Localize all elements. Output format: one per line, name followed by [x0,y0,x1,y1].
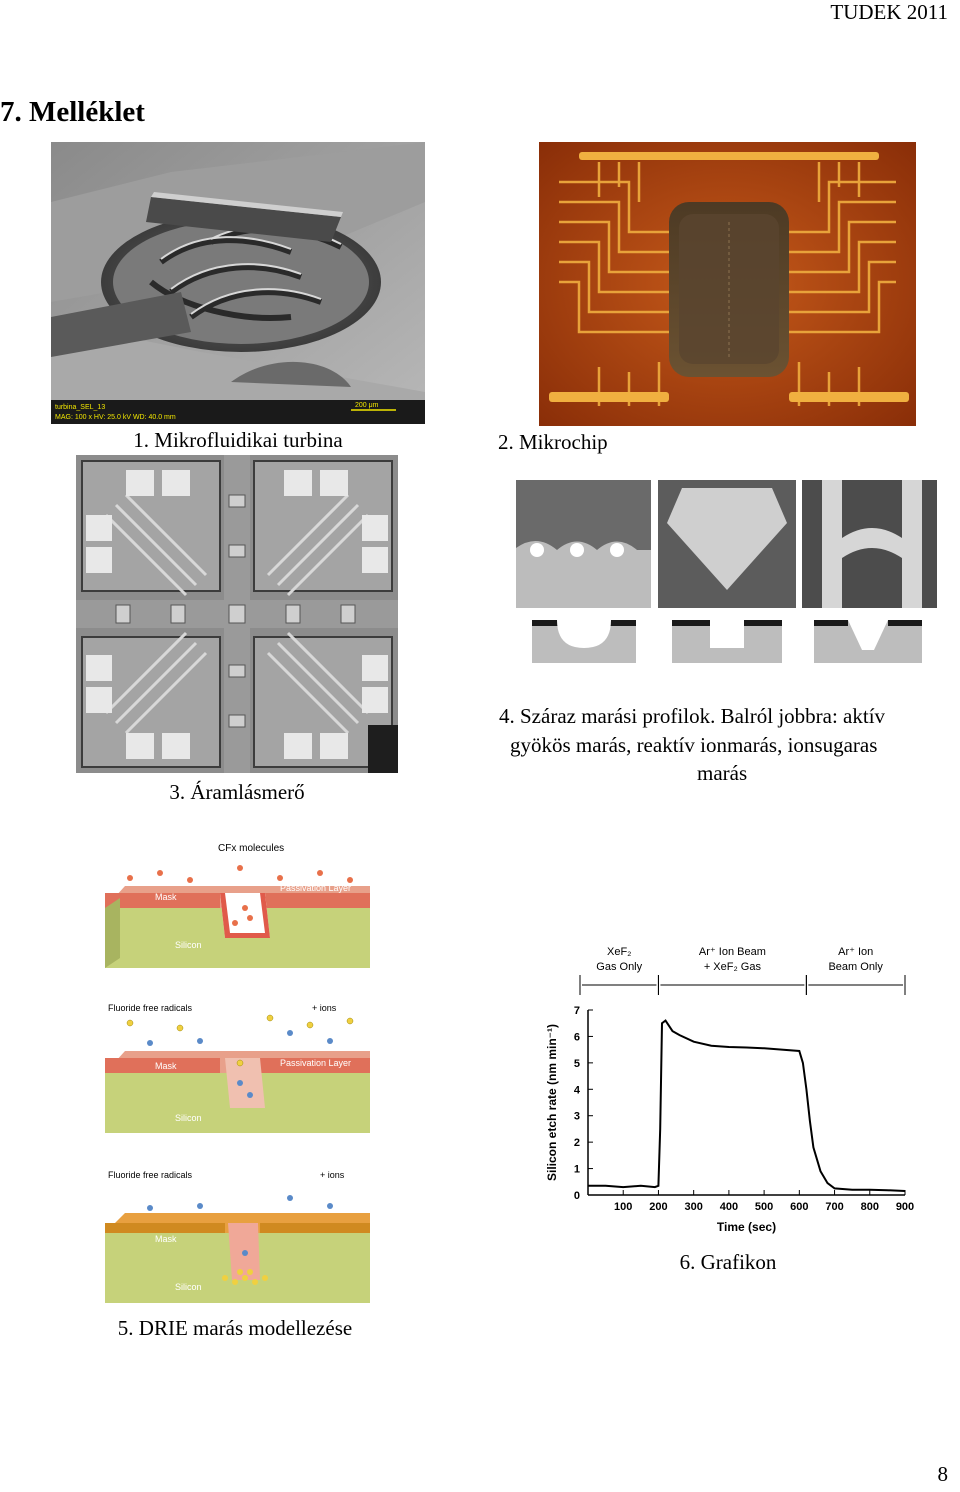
figure3-caption: 3. Áramlásmerő [169,780,305,804]
chart-region-label: Ar⁺ Ion [838,946,873,958]
figure4-caption-line2: gyökös marás, reaktív ionmarás, ionsugar… [510,733,878,757]
chart-region-label: + XeF₂ Gas [704,961,762,973]
figure4-caption-line1: 4. Száraz marási profilok. Balról jobbra… [499,704,886,728]
drie-panel1-layer-label: Passivation Layer [280,883,351,893]
sem-label-line2: MAG: 100 x HV: 25.0 kV WD: 40.0 mm [55,414,176,421]
drie-panel2-ions-label: + ions [312,1003,337,1013]
chart-y-axis-label: Silicon etch rate (nm min⁻¹) [545,1024,559,1181]
chart-x-tick-label: 500 [755,1201,773,1213]
drie-model-image: CFx molecules Mask Passivation Layer Sil… [100,838,375,1312]
chart-x-axis-label: Time (sec) [717,1220,776,1234]
drie-panel3-ions-label: + ions [320,1170,345,1180]
drie-panel3-radicals-label: Fluoride free radicals [108,1170,193,1180]
drie-panel2-substrate-label: Silicon [175,1113,202,1123]
chart-y-tick-label: 1 [574,1164,580,1176]
chart-x-tick-label: 200 [649,1201,667,1213]
drie-panel-2: Fluoride free radicals + ions Mask Passi… [105,1003,370,1133]
chart-region-label: Ar⁺ Ion Beam [699,946,766,958]
section-title: 7. Melléklet [0,96,145,128]
figure5-caption: 5. DRIE marás modellezése [117,1316,353,1340]
drie-panel3-substrate-label: Silicon [175,1282,202,1292]
chart-x-tick-label: 800 [861,1201,879,1213]
turbine-sem-image: turbina_SEL_13 MAG: 100 x HV: 25.0 kV WD… [51,142,425,424]
chart-y-tick-label: 3 [574,1111,580,1123]
chart-y-tick-label: 6 [574,1031,580,1043]
drie-panel3-mask-label: Mask [155,1234,177,1244]
chart-x-tick-label: 300 [684,1201,702,1213]
chart-region-label: Beam Only [828,961,883,973]
sem-label-line1: turbina_SEL_13 [55,404,105,411]
figure6-caption: 6. Grafikon [679,1250,777,1274]
figure1-caption: 1. Mikrofluidikai turbina [133,428,343,452]
drie-panel1-substrate-label: Silicon [175,940,202,950]
chart-region-label: XeF₂ [607,946,631,958]
drie-panel2-layer-label: Passivation Layer [280,1058,351,1068]
chart-x-tick-label: 900 [896,1201,914,1213]
chart-y-tick-label: 0 [574,1190,580,1202]
drie-panel2-mask-label: Mask [155,1061,177,1071]
figure2-caption: 2. Mikrochip [498,430,608,454]
chart-x-tick-label: 400 [720,1201,738,1213]
chart-y-tick-label: 7 [574,1005,580,1017]
chart-region-label: Gas Only [596,961,642,973]
chart-x-tick-label: 100 [614,1201,632,1213]
dry-etch-profiles-image [512,478,940,670]
microchip-photo [539,142,916,426]
running-header: TUDEK 2011 [830,0,948,24]
drie-panel1-mask-label: Mask [155,892,177,902]
chart-y-tick-label: 4 [574,1084,581,1096]
chart-x-tick-label: 600 [790,1201,808,1213]
chart-series-line [588,1019,906,1192]
drie-panel-1: CFx molecules Mask Passivation Layer Sil… [105,843,370,968]
chart-y-tick-label: 2 [574,1137,580,1149]
page-number: 8 [937,1462,949,1486]
flow-meter-image [76,455,398,773]
drie-panel-3: Fluoride free radicals + ions Mask Silic… [105,1170,370,1303]
chart-x-tick-label: 700 [825,1201,843,1213]
sem-scale-bar: 200 μm [355,402,379,409]
chart-y-tick-label: 5 [574,1058,580,1070]
etch-rate-chart: 100 200 300 400 500 600 700 800 900 0 1 2 3 4 5 6 7 XeF₂… [545,946,914,1234]
figure4-caption-line3: marás [697,761,748,785]
drie-panel1-top-label: CFx molecules [218,843,284,854]
drie-panel2-radicals-label: Fluoride free radicals [108,1003,193,1013]
